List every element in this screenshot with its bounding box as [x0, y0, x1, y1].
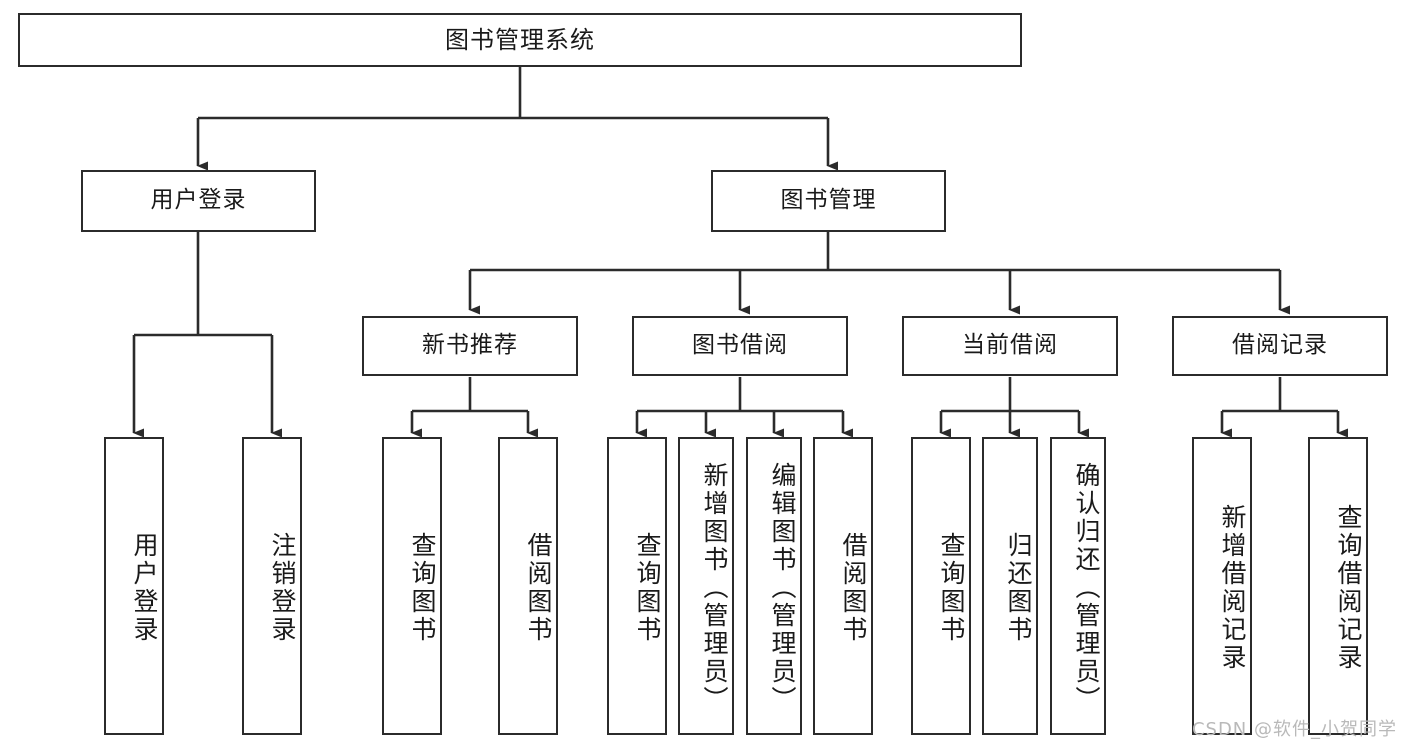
node-leaf-query-record-label: 查询借阅记录 — [1334, 504, 1363, 672]
node-leaf-logout[interactable]: 注销登录 — [242, 437, 302, 735]
node-borrow-record[interactable]: 借阅记录 — [1172, 316, 1388, 376]
node-leaf-query-book-b[interactable]: 查询图书 — [607, 437, 667, 735]
csdn-watermark: CSDN @软件_小贺同学 — [1191, 719, 1397, 740]
node-leaf-add-book-label: 新增图书（管理员） — [700, 462, 729, 714]
node-leaf-query-book-c[interactable]: 查询图书 — [911, 437, 971, 735]
node-leaf-add-record-label: 新增借阅记录 — [1218, 504, 1247, 672]
node-leaf-confirm-return[interactable]: 确认归还（管理员） — [1050, 437, 1106, 735]
node-leaf-borrow-book-b[interactable]: 借阅图书 — [813, 437, 873, 735]
node-current-borrow[interactable]: 当前借阅 — [902, 316, 1118, 376]
node-leaf-edit-book[interactable]: 编辑图书（管理员） — [746, 437, 802, 735]
node-root-label: 图书管理系统 — [445, 25, 595, 54]
node-leaf-query-record[interactable]: 查询借阅记录 — [1308, 437, 1368, 735]
node-leaf-user-login-label: 用户登录 — [130, 532, 159, 644]
node-new-book-rec[interactable]: 新书推荐 — [362, 316, 578, 376]
node-root[interactable]: 图书管理系统 — [18, 13, 1022, 67]
node-leaf-return-book-label: 归还图书 — [1004, 532, 1033, 644]
node-user-login-label: 用户登录 — [150, 187, 247, 214]
node-leaf-query-book-a[interactable]: 查询图书 — [382, 437, 442, 735]
node-leaf-add-record[interactable]: 新增借阅记录 — [1192, 437, 1252, 735]
node-leaf-query-book-b-label: 查询图书 — [633, 532, 662, 644]
node-book-manage-label: 图书管理 — [780, 187, 877, 214]
node-book-borrow[interactable]: 图书借阅 — [632, 316, 848, 376]
node-borrow-record-label: 借阅记录 — [1232, 332, 1328, 359]
node-leaf-confirm-return-label: 确认归还（管理员） — [1072, 462, 1101, 714]
node-current-borrow-label: 当前借阅 — [962, 332, 1058, 359]
node-leaf-return-book[interactable]: 归还图书 — [982, 437, 1038, 735]
node-new-book-rec-label: 新书推荐 — [422, 332, 518, 359]
node-book-manage[interactable]: 图书管理 — [711, 170, 946, 232]
node-book-borrow-label: 图书借阅 — [692, 332, 788, 359]
node-leaf-borrow-book-b-label: 借阅图书 — [839, 532, 868, 644]
node-leaf-logout-label: 注销登录 — [268, 532, 297, 644]
node-leaf-borrow-book-a[interactable]: 借阅图书 — [498, 437, 558, 735]
node-user-login[interactable]: 用户登录 — [81, 170, 316, 232]
node-leaf-borrow-book-a-label: 借阅图书 — [524, 532, 553, 644]
node-leaf-user-login[interactable]: 用户登录 — [104, 437, 164, 735]
node-leaf-edit-book-label: 编辑图书（管理员） — [768, 462, 797, 714]
node-leaf-query-book-c-label: 查询图书 — [937, 532, 966, 644]
node-leaf-query-book-a-label: 查询图书 — [408, 532, 437, 644]
node-leaf-add-book[interactable]: 新增图书（管理员） — [678, 437, 734, 735]
